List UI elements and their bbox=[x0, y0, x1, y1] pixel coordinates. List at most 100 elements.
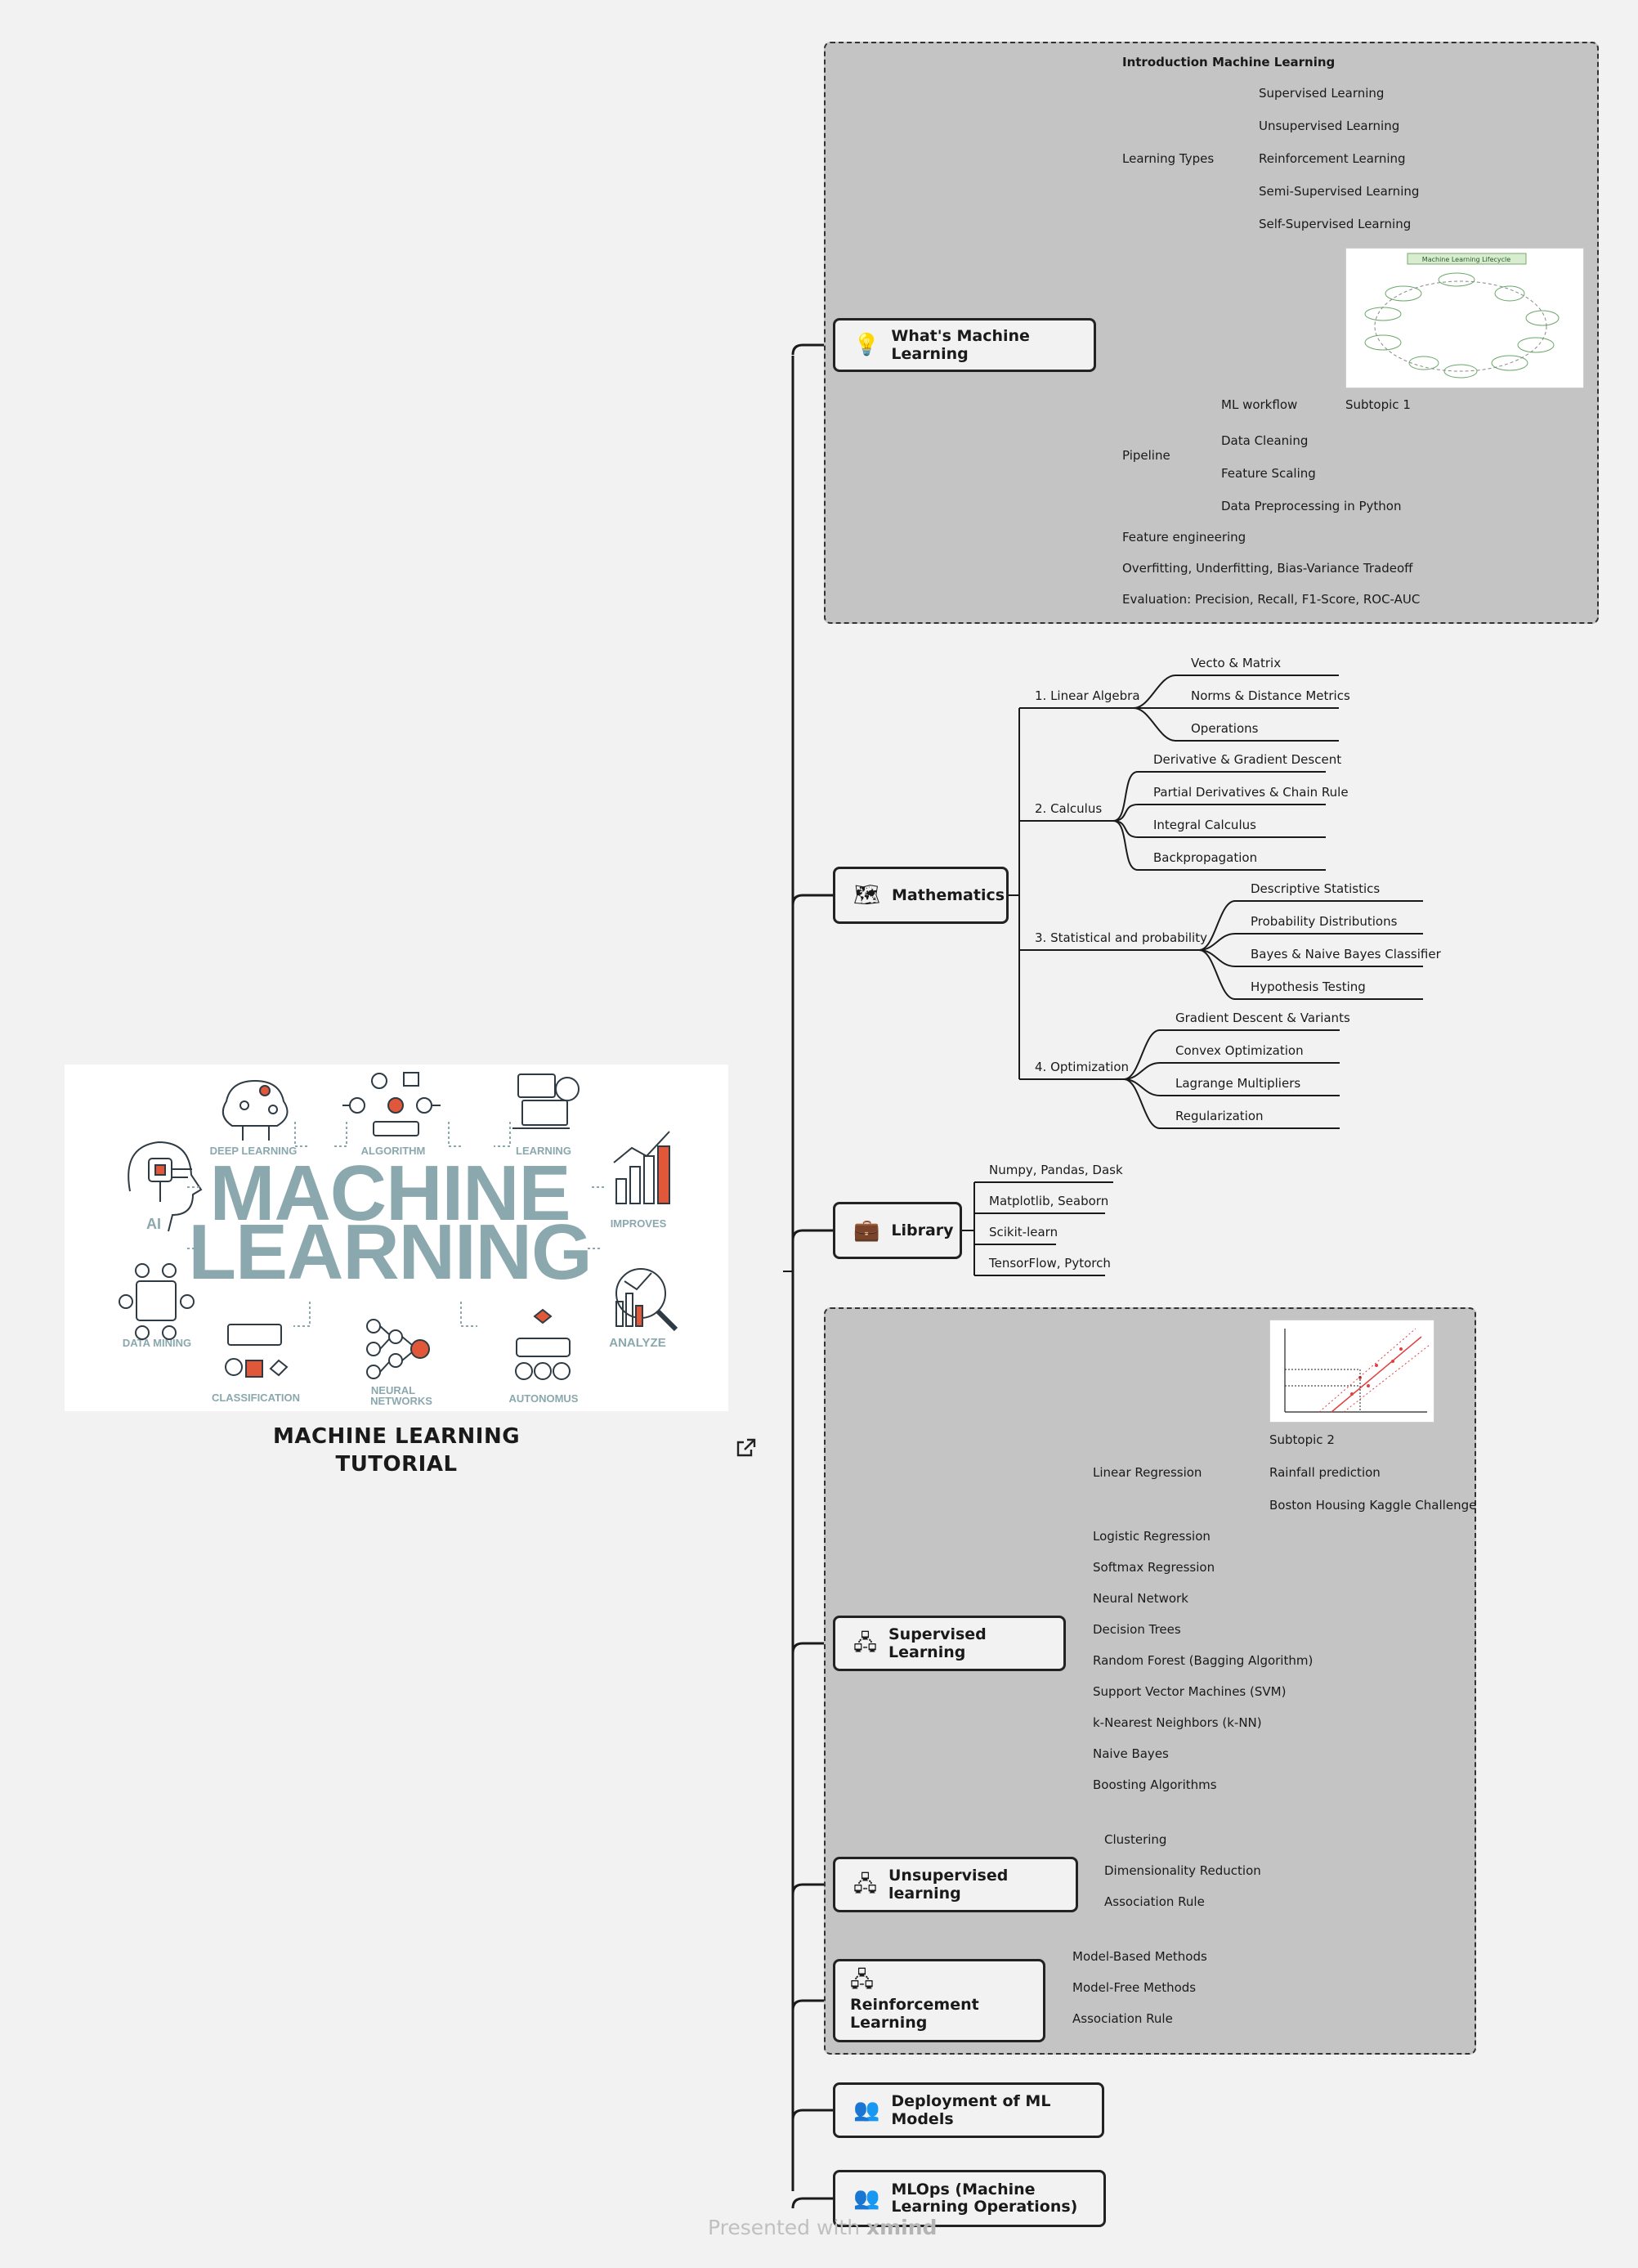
sub-opt-item[interactable]: Regularization bbox=[1175, 1109, 1264, 1123]
brain-icon bbox=[222, 1079, 289, 1141]
sub-opt-item[interactable]: Convex Optimization bbox=[1175, 1043, 1304, 1058]
sub-supervised-item[interactable]: Logistic Regression bbox=[1093, 1529, 1211, 1544]
sub-calc-item[interactable]: Backpropagation bbox=[1153, 850, 1258, 865]
sub-supervised-item[interactable]: Decision Trees bbox=[1093, 1622, 1181, 1637]
hero-image: MACHINE LEARNING DEEP LEARNING ALGORITHM… bbox=[65, 1065, 728, 1411]
sub-la-item[interactable]: Vecto & Matrix bbox=[1191, 656, 1282, 670]
sub-learning-types[interactable]: Learning Types bbox=[1122, 151, 1215, 166]
sub-unsupervised-item[interactable]: Dimensionality Reduction bbox=[1104, 1863, 1261, 1878]
sub-supervised-item[interactable]: Random Forest (Bagging Algorithm) bbox=[1093, 1653, 1314, 1668]
hero-label-deep-learning: DEEP LEARNING bbox=[210, 1145, 298, 1157]
footer-credit[interactable]: Presented with xmind bbox=[708, 2216, 937, 2239]
hero-label-learning: LEARNING bbox=[516, 1145, 571, 1157]
team-icon: 👥 bbox=[853, 2098, 880, 2122]
topic-supervised-learning-label: Supervised Learning bbox=[888, 1625, 987, 1661]
neural-network-icon bbox=[366, 1319, 430, 1379]
hero-label-algorithm: ALGORITHM bbox=[361, 1145, 426, 1157]
sub-type[interactable]: Reinforcement Learning bbox=[1259, 151, 1406, 166]
topic-unsupervised-learning[interactable]: 🖧 Unsupervised learning bbox=[833, 1857, 1078, 1912]
sub-stats-item[interactable]: Probability Distributions bbox=[1251, 914, 1398, 929]
topic-reinforcement-learning[interactable]: 🖧 Reinforcement Learning bbox=[833, 1959, 1045, 2042]
lifecycle-diagram: Machine Learning Lifecycle bbox=[1364, 253, 1560, 379]
sub-supervised-item[interactable]: Naive Bayes bbox=[1093, 1746, 1169, 1761]
sub-calc-item[interactable]: Derivative & Gradient Descent bbox=[1153, 752, 1342, 767]
sub-linear-algebra[interactable]: 1. Linear Algebra bbox=[1035, 688, 1140, 703]
topic-whats-machine-learning[interactable]: 💡 What's Machine Learning bbox=[833, 318, 1096, 372]
sub-optimization[interactable]: 4. Optimization bbox=[1035, 1060, 1130, 1074]
sub-stats-item[interactable]: Descriptive Statistics bbox=[1251, 881, 1381, 896]
hero-label-data-mining: DATA MINING bbox=[123, 1337, 191, 1349]
sub-supervised-item[interactable]: k-Nearest Neighbors (k-NN) bbox=[1093, 1715, 1262, 1730]
sub-reinforcement-item[interactable]: Model-Free Methods bbox=[1072, 1980, 1197, 1995]
regression-plot bbox=[1284, 1328, 1430, 1413]
team-icon: 👥 bbox=[853, 2186, 880, 2211]
machine-learning-illustration: MACHINE LEARNING DEEP LEARNING ALGORITHM… bbox=[119, 1072, 678, 1407]
algorithm-icon bbox=[342, 1072, 441, 1136]
sub-supervised-item[interactable]: Support Vector Machines (SVM) bbox=[1093, 1684, 1287, 1699]
sub-pipeline-item[interactable]: Feature Scaling bbox=[1221, 466, 1316, 481]
sub-type[interactable]: Supervised Learning bbox=[1259, 86, 1385, 101]
sub-unsupervised-item[interactable]: Association Rule bbox=[1104, 1894, 1205, 1909]
topic-whats-machine-learning-label: What's Machine Learning bbox=[891, 327, 1030, 363]
sub-type[interactable]: Self-Supervised Learning bbox=[1259, 217, 1412, 231]
linear-regression-thumbnail[interactable] bbox=[1269, 1320, 1434, 1423]
sub-pipeline-item[interactable]: Data Preprocessing in Python bbox=[1221, 499, 1402, 513]
sub-calculus[interactable]: 2. Calculus bbox=[1035, 801, 1103, 816]
sub-pipeline-item[interactable]: Data Cleaning bbox=[1221, 433, 1309, 448]
topic-deployment[interactable]: 👥 Deployment of ML Models bbox=[833, 2082, 1104, 2138]
sub-library-item[interactable]: Matplotlib, Seaborn bbox=[989, 1194, 1109, 1208]
sub-opt-item[interactable]: Gradient Descent & Variants bbox=[1175, 1011, 1350, 1025]
hero-headline-2: LEARNING bbox=[188, 1208, 591, 1296]
sub-reinforcement-item[interactable]: Model-Based Methods bbox=[1072, 1949, 1207, 1964]
topic-reinforcement-learning-label: Reinforcement Learning bbox=[850, 1996, 979, 2032]
sub-calc-item[interactable]: Integral Calculus bbox=[1153, 818, 1256, 832]
sub-stats[interactable]: 3. Statistical and probability bbox=[1035, 930, 1207, 945]
sub-calc-item[interactable]: Partial Derivatives & Chain Rule bbox=[1153, 785, 1349, 800]
sub-stats-item[interactable]: Hypothesis Testing bbox=[1251, 979, 1366, 994]
briefcase-icon: 💼 bbox=[853, 1218, 880, 1243]
ml-lifecycle-thumbnail[interactable]: Machine Learning Lifecycle bbox=[1345, 248, 1584, 388]
sub-library-item[interactable]: TensorFlow, Pytorch bbox=[989, 1256, 1111, 1271]
sub-opt-item[interactable]: Lagrange Multipliers bbox=[1175, 1076, 1301, 1091]
sub-supervised-item[interactable]: Neural Network bbox=[1093, 1591, 1188, 1606]
sub-reinforcement-item[interactable]: Association Rule bbox=[1072, 2011, 1173, 2026]
sub-subtopic-1[interactable]: Subtopic 1 bbox=[1345, 397, 1411, 412]
hero-label-analyze: ANALYZE bbox=[609, 1336, 665, 1350]
sub-evaluation[interactable]: Evaluation: Precision, Recall, F1-Score,… bbox=[1122, 592, 1421, 607]
sub-supervised-item[interactable]: Boosting Algorithms bbox=[1093, 1777, 1217, 1792]
sub-library-item[interactable]: Scikit-learn bbox=[989, 1225, 1058, 1239]
sub-pipeline[interactable]: Pipeline bbox=[1122, 448, 1170, 463]
sub-lr-item[interactable]: Boston Housing Kaggle Challenge bbox=[1269, 1498, 1477, 1513]
sub-la-item[interactable]: Operations bbox=[1191, 721, 1259, 736]
sub-lr-item[interactable]: Subtopic 2 bbox=[1269, 1432, 1335, 1447]
external-link-icon[interactable] bbox=[736, 1437, 757, 1459]
topic-mlops[interactable]: 👥 MLOps (Machine Learning Operations) bbox=[833, 2170, 1106, 2227]
sub-intro-ml[interactable]: Introduction Machine Learning bbox=[1122, 55, 1336, 69]
sub-supervised-item[interactable]: Softmax Regression bbox=[1093, 1560, 1215, 1575]
sub-type[interactable]: Semi-Supervised Learning bbox=[1259, 184, 1420, 199]
sub-lr-item[interactable]: Rainfall prediction bbox=[1269, 1465, 1381, 1480]
classification-icon bbox=[225, 1324, 289, 1378]
boundary-learning bbox=[824, 1307, 1476, 2055]
sub-overfitting[interactable]: Overfitting, Underfitting, Bias-Variance… bbox=[1122, 561, 1413, 576]
sub-feature-engineering[interactable]: Feature engineering bbox=[1122, 530, 1246, 545]
topic-mathematics-label: Mathematics bbox=[892, 886, 1005, 904]
hero-headline-1: MACHINE bbox=[210, 1150, 571, 1237]
hero-label-ai: AI bbox=[146, 1216, 161, 1232]
hero-caption: MACHINE LEARNING TUTORIAL bbox=[65, 1423, 728, 1478]
topic-mathematics[interactable]: 🗺 Mathematics bbox=[833, 867, 1009, 924]
hero-caption-line-1: MACHINE LEARNING bbox=[272, 1424, 521, 1449]
sub-library-item[interactable]: Numpy, Pandas, Dask bbox=[989, 1163, 1123, 1177]
sub-type[interactable]: Unsupervised Learning bbox=[1259, 119, 1400, 133]
sub-unsupervised-item[interactable]: Clustering bbox=[1104, 1832, 1167, 1847]
sub-linear-regression[interactable]: Linear Regression bbox=[1093, 1465, 1202, 1480]
topic-supervised-learning[interactable]: 🖧 Supervised Learning bbox=[833, 1616, 1066, 1671]
sub-ml-workflow[interactable]: ML workflow bbox=[1221, 397, 1298, 412]
sub-la-item[interactable]: Norms & Distance Metrics bbox=[1191, 688, 1350, 703]
sub-stats-item[interactable]: Bayes & Naive Bayes Classifier bbox=[1251, 947, 1441, 961]
hero-label-neural-2: NETWORKS bbox=[370, 1395, 432, 1407]
topic-unsupervised-learning-label: Unsupervised learning bbox=[888, 1867, 1009, 1903]
topic-deployment-label: Deployment of ML Models bbox=[891, 2092, 1051, 2128]
topic-library[interactable]: 💼 Library bbox=[833, 1202, 962, 1259]
data-mining-icon bbox=[119, 1263, 195, 1340]
